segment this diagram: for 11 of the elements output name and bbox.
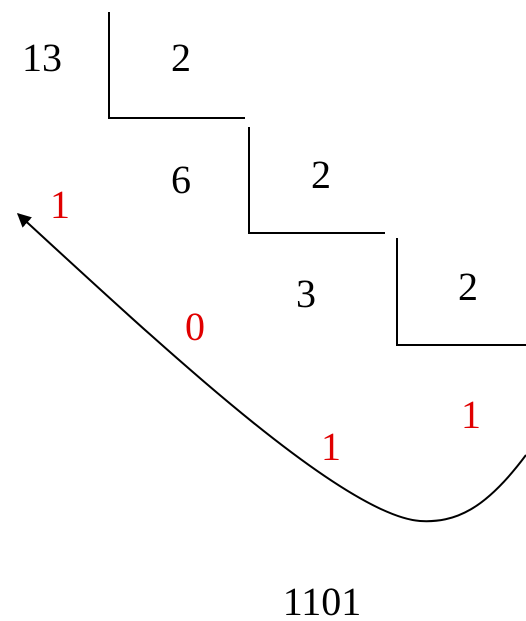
dividend-number: 13 [22, 38, 62, 78]
divisor-number: 2 [458, 267, 478, 307]
quotient-number: 6 [171, 160, 191, 200]
divisor-number: 2 [311, 155, 331, 195]
quotient-number: 3 [296, 274, 316, 314]
binary-result: 1101 [282, 582, 362, 621]
remainder-digit: 1 [461, 395, 481, 435]
remainder-digit: 0 [185, 307, 205, 347]
remainder-digit: 1 [321, 427, 341, 467]
final-quotient-digit: 1 [50, 185, 70, 225]
divisor-number: 2 [171, 38, 191, 78]
